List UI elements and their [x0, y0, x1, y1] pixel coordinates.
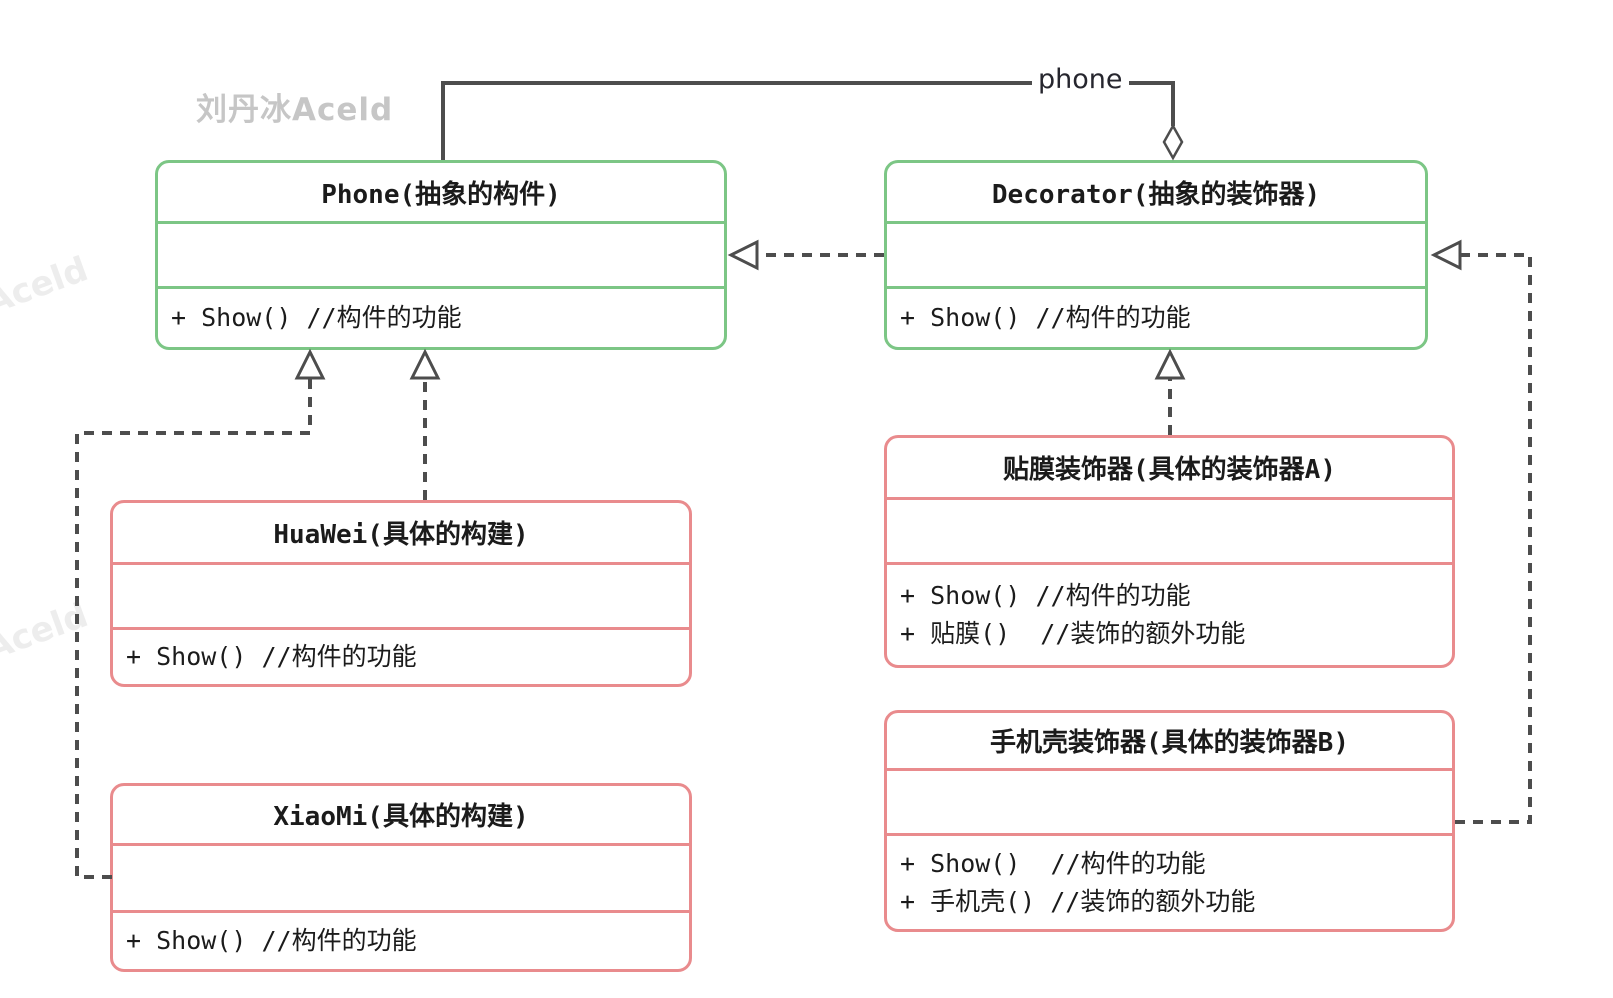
hollow-triangle-arrowhead: [294, 348, 326, 380]
class-box-decorator: Decorator(抽象的装饰器) + Show() //构件的功能: [884, 160, 1428, 350]
class-attributes-case-decorator: [887, 771, 1452, 836]
watermark-author: 刘丹冰Aceld: [196, 92, 394, 128]
dependency-arrow-decorator-to-phone: [727, 239, 884, 271]
class-methods-phone: + Show() //构件的功能: [158, 289, 724, 347]
class-box-huawei: HuaWei(具体的构建) + Show() //构件的功能: [110, 500, 692, 687]
class-title-huawei: HuaWei(具体的构建): [113, 503, 689, 565]
class-attributes-film-decorator: [887, 500, 1452, 565]
aggregation-diamond: [1162, 123, 1184, 161]
method-line: + Show() //构件的功能: [900, 303, 1191, 332]
class-box-case-decorator: 手机壳装饰器(具体的装饰器B) + Show() //构件的功能 + 手机壳()…: [884, 710, 1455, 932]
class-methods-huawei: + Show() //构件的功能: [113, 630, 689, 684]
inheritance-arrow-huawei-to-phone: [409, 348, 441, 500]
method-line: + Show() //构件的功能: [126, 926, 417, 955]
class-attributes-xiaomi: [113, 846, 689, 913]
hollow-triangle-arrowhead: [1154, 348, 1186, 380]
watermark-faint-bottom: Aceld: [0, 595, 94, 669]
hollow-triangle-arrowhead: [727, 239, 759, 271]
class-attributes-phone: [158, 224, 724, 289]
inheritance-arrow-film-to-decorator: [1154, 348, 1186, 435]
class-box-phone: Phone(抽象的构件) + Show() //构件的功能: [155, 160, 727, 350]
class-box-film-decorator: 贴膜装饰器(具体的装饰器A) + Show() //构件的功能 + 贴膜() /…: [884, 435, 1455, 668]
method-line: + Show() //构件的功能: [900, 581, 1191, 610]
class-methods-case-decorator: + Show() //构件的功能 + 手机壳() //装饰的额外功能: [887, 836, 1452, 929]
method-line: + 手机壳() //装饰的额外功能: [900, 886, 1256, 916]
class-methods-xiaomi: + Show() //构件的功能: [113, 913, 689, 969]
class-title-case-decorator: 手机壳装饰器(具体的装饰器B): [887, 713, 1452, 771]
class-methods-film-decorator: + Show() //构件的功能 + 贴膜() //装饰的额外功能: [887, 565, 1452, 665]
aggregation-label-phone: phone: [1032, 64, 1129, 95]
method-line: + Show() //构件的功能: [171, 303, 462, 332]
watermark-faint-top: Aceld: [0, 249, 94, 323]
class-title-film-decorator: 贴膜装饰器(具体的装饰器A): [887, 438, 1452, 500]
hollow-triangle-arrowhead: [409, 348, 441, 380]
class-attributes-decorator: [887, 224, 1425, 289]
class-title-phone: Phone(抽象的构件): [158, 163, 724, 224]
class-methods-decorator: + Show() //构件的功能: [887, 289, 1425, 347]
class-attributes-huawei: [113, 565, 689, 630]
method-line: + Show() //构件的功能: [126, 642, 417, 671]
class-box-xiaomi: XiaoMi(具体的构建) + Show() //构件的功能: [110, 783, 692, 972]
hollow-triangle-arrowhead: [1430, 239, 1462, 271]
class-title-decorator: Decorator(抽象的装饰器): [887, 163, 1425, 224]
method-line: + Show() //构件的功能: [900, 848, 1206, 878]
class-title-xiaomi: XiaoMi(具体的构建): [113, 786, 689, 846]
method-line: + 贴膜() //装饰的额外功能: [900, 619, 1246, 648]
